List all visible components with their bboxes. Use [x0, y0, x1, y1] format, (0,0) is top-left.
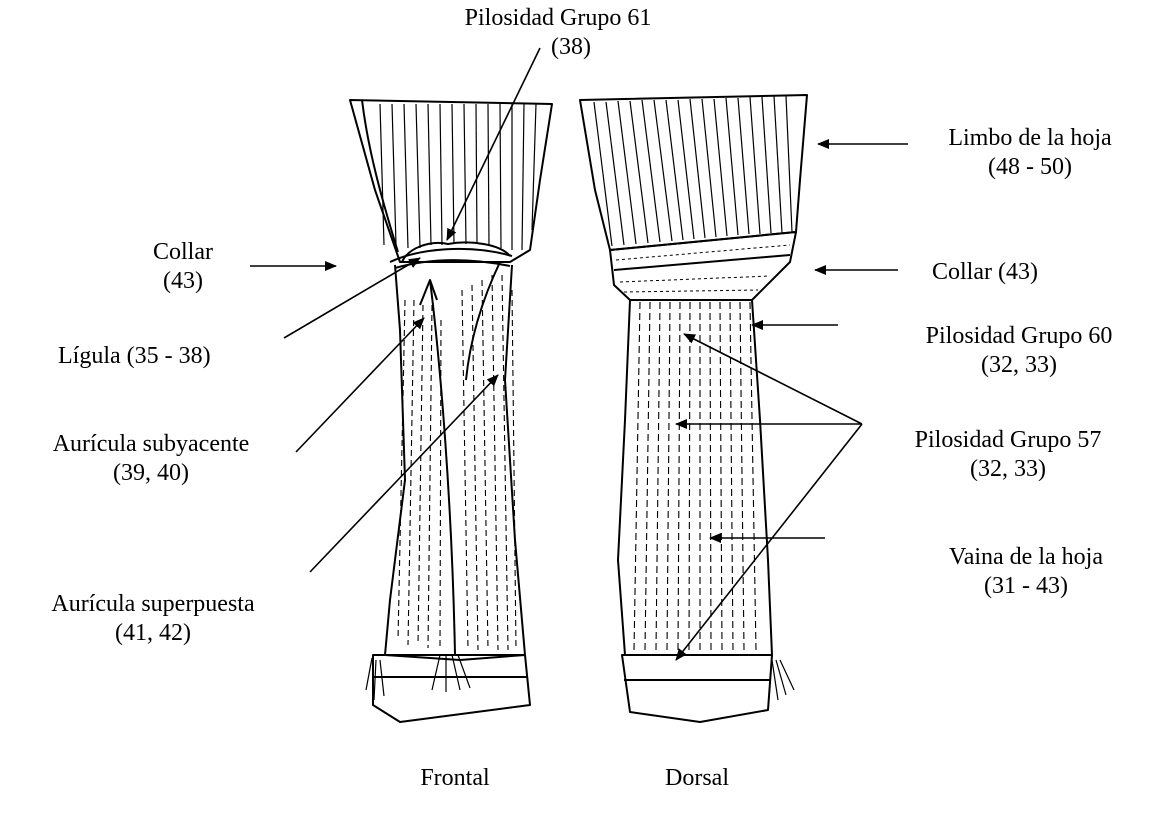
- frontal-blade-veins: [380, 104, 536, 250]
- auricula-subyacente-pointer: [296, 318, 424, 452]
- label-auricula-superpuesta-ref: (41, 42): [2, 619, 304, 648]
- view-label-dorsal: Dorsal: [637, 764, 757, 793]
- label-auricula-subyacente: Aurícula subyacente (39, 40): [0, 430, 302, 488]
- label-pilosidad-grupo-57-name: Pilosidad Grupo 57: [874, 426, 1142, 455]
- label-auricula-subyacente-ref: (39, 40): [0, 459, 302, 488]
- label-collar-right-name: Collar (43): [905, 258, 1065, 287]
- label-collar-left-ref: (43): [128, 267, 238, 296]
- label-pilosidad-grupo-60-name: Pilosidad Grupo 60: [885, 322, 1153, 351]
- label-pilosidad-grupo-60-ref: (32, 33): [885, 351, 1153, 380]
- frontal-sheath-veins: [398, 275, 516, 650]
- pilosidad57-pointer-c: [676, 424, 862, 660]
- dorsal-sheath-veins: [634, 302, 756, 650]
- label-pilosidad-grupo-61-ref: (38): [428, 33, 688, 62]
- leader-lines: [250, 48, 908, 660]
- label-pilosidad-grupo-57: Pilosidad Grupo 57 (32, 33): [874, 426, 1142, 484]
- label-vaina-ref: (31 - 43): [906, 572, 1146, 601]
- label-vaina-de-la-hoja: Vaina de la hoja (31 - 43): [906, 543, 1146, 601]
- dorsal-blade-veins: [594, 96, 792, 246]
- label-pilosidad-grupo-57-ref: (32, 33): [874, 455, 1142, 484]
- label-ligula-name: Lígula (35 - 38): [58, 342, 288, 371]
- label-pilosidad-grupo-61-name: Pilosidad Grupo 61: [428, 4, 688, 33]
- label-limbo-ref: (48 - 50): [910, 153, 1150, 182]
- auricula-superpuesta-pointer: [310, 375, 498, 572]
- label-collar-right: Collar (43): [905, 258, 1065, 287]
- label-auricula-superpuesta-name: Aurícula superpuesta: [2, 590, 304, 619]
- label-pilosidad-grupo-61: Pilosidad Grupo 61 (38): [428, 4, 688, 62]
- label-limbo-name: Limbo de la hoja: [910, 124, 1150, 153]
- view-label-frontal: Frontal: [395, 764, 515, 793]
- label-ligula: Lígula (35 - 38): [58, 342, 288, 371]
- label-pilosidad-grupo-60: Pilosidad Grupo 60 (32, 33): [885, 322, 1153, 380]
- frontal-leaf-drawing: [350, 100, 552, 722]
- label-auricula-superpuesta: Aurícula superpuesta (41, 42): [2, 590, 304, 648]
- label-auricula-subyacente-name: Aurícula subyacente: [0, 430, 302, 459]
- label-collar-left-name: Collar: [128, 238, 238, 267]
- label-collar-left: Collar (43): [128, 238, 238, 296]
- dorsal-leaf-drawing: [580, 95, 807, 722]
- label-vaina-name: Vaina de la hoja: [906, 543, 1146, 572]
- dorsal-base-hairs: [772, 660, 794, 700]
- label-limbo-de-la-hoja: Limbo de la hoja (48 - 50): [910, 124, 1150, 182]
- pilosidad61-pointer: [447, 48, 540, 240]
